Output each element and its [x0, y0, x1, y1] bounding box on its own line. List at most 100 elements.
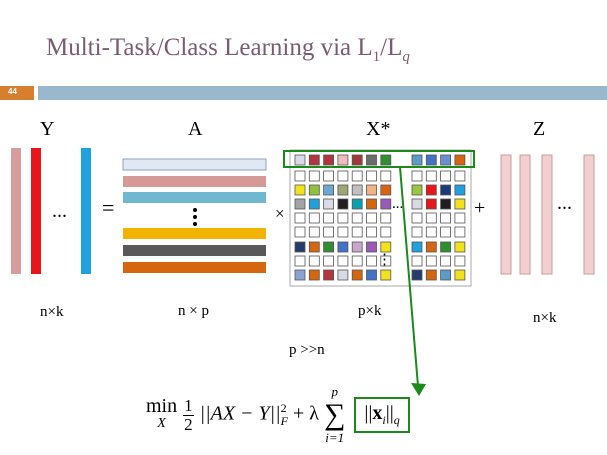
x-cell-left-r4-c1 — [294, 198, 306, 210]
x-cell-left-r2-c4 — [337, 170, 349, 182]
x-cell-left-r1-c6 — [366, 154, 377, 166]
x-cell-left-r9-c7 — [380, 269, 392, 281]
x-cell-right-r6-c1 — [411, 226, 423, 238]
z-column-k — [583, 154, 595, 275]
x-cell-left-r5-c3 — [323, 212, 335, 224]
x-cell-left-r7-c1 — [294, 241, 306, 253]
x-cell-right-r3-c1 — [411, 184, 423, 196]
x-cell-right-r1-c4 — [454, 154, 466, 166]
x-cell-left-r1-c2 — [308, 154, 320, 166]
x-cell-left-r4-c7 — [380, 198, 392, 210]
x-cell-left-r2-c2 — [308, 170, 320, 182]
x-cell-right-r2-c2 — [425, 170, 437, 182]
x-cell-left-r2-c7 — [380, 170, 392, 182]
x-cell-left-r2-c6 — [366, 170, 377, 182]
title-divider-bar — [38, 86, 607, 100]
y-column-k — [81, 148, 91, 274]
x-cell-left-r1-c1 — [294, 154, 306, 166]
x-cell-right-r9-c2 — [425, 269, 437, 281]
x-cell-right-r1-c3 — [440, 154, 452, 166]
x-cell-right-r2-c1 — [411, 170, 423, 182]
x-cell-right-r3-c2 — [425, 184, 437, 196]
x-cell-left-r9-c4 — [337, 269, 349, 281]
a-row-3 — [123, 192, 266, 203]
x-cell-left-r8-c1 — [294, 255, 306, 267]
x-cell-right-r9-c1 — [411, 269, 423, 281]
x-cell-right-r8-c1 — [411, 255, 423, 267]
x-cell-left-r6-c3 — [323, 226, 335, 238]
x-cell-right-r7-c2 — [425, 241, 437, 253]
y-column-1 — [11, 148, 21, 274]
x-cell-left-r8-c5 — [351, 255, 363, 267]
z-column-2 — [519, 154, 531, 275]
x-cell-left-r5-c5 — [351, 212, 363, 224]
x-cell-left-r9-c5 — [351, 269, 363, 281]
x-cell-right-r5-c1 — [411, 212, 423, 224]
x-cell-left-r3-c2 — [308, 184, 320, 196]
slide-number-bar — [0, 86, 34, 100]
x-cell-right-r8-c4 — [454, 255, 466, 267]
x-cell-left-r9-c3 — [323, 269, 335, 281]
x-cell-left-r7-c5 — [351, 241, 363, 253]
x-cell-left-r5-c1 — [294, 212, 306, 224]
x-cell-right-r2-c3 — [440, 170, 452, 182]
x-cell-left-r1-c5 — [351, 154, 363, 166]
x-cell-left-r3-c1 — [294, 184, 306, 196]
highlight-arrow-head — [411, 383, 426, 396]
x-cell-left-r9-c1 — [294, 269, 306, 281]
x-cell-right-r4-c1 — [411, 198, 423, 210]
x-cell-left-r8-c3 — [323, 255, 335, 267]
plus-lambda: + λ — [293, 402, 319, 425]
x-cell-left-r5-c2 — [308, 212, 320, 224]
x-cell-right-r5-c3 — [440, 212, 452, 224]
x-matrix-cells — [294, 154, 466, 281]
z-hdots: ... — [557, 192, 572, 214]
x-cell-left-r3-c4 — [337, 184, 349, 196]
x-dimension: p×k — [358, 303, 382, 319]
a-vdot-3 — [193, 222, 197, 226]
x-cell-right-r7-c4 — [454, 241, 466, 253]
x-cell-left-r7-c2 — [308, 241, 320, 253]
a-row-5 — [123, 245, 266, 256]
x-cell-left-r6-c2 — [308, 226, 320, 238]
x-cell-left-r3-c5 — [351, 184, 363, 196]
x-cell-left-r7-c7 — [380, 241, 392, 253]
x-cell-left-r9-c6 — [366, 269, 377, 281]
x-cell-left-r1-c3 — [323, 154, 335, 166]
x-cell-left-r2-c1 — [294, 170, 306, 182]
x-cell-right-r7-c3 — [440, 241, 452, 253]
a-vdot-1 — [193, 208, 197, 212]
x-row-highlight — [283, 150, 475, 168]
norm-term-box: ||xi||q — [354, 397, 410, 433]
a-row-4 — [123, 228, 266, 239]
x-cell-left-r1-c7 — [380, 154, 392, 166]
a-matrix — [122, 158, 267, 273]
x-cell-right-r4-c2 — [425, 198, 437, 210]
x-label: X* — [366, 118, 391, 140]
x-cell-right-r6-c2 — [425, 226, 437, 238]
x-cell-right-r1-c2 — [425, 154, 437, 166]
x-cell-left-r5-c7 — [380, 212, 392, 224]
x-cell-left-r2-c5 — [351, 170, 363, 182]
x-cell-left-r8-c7 — [380, 255, 392, 267]
x-cell-left-r3-c3 — [323, 184, 335, 196]
x-cell-left-r4-c2 — [308, 198, 320, 210]
a-label: A — [188, 118, 203, 140]
x-cell-left-r3-c6 — [366, 184, 377, 196]
z-column-1 — [500, 154, 512, 275]
x-cell-right-r3-c4 — [454, 184, 466, 196]
x-cell-right-r7-c1 — [411, 241, 423, 253]
x-cell-left-r4-c6 — [366, 198, 377, 210]
x-cell-left-r5-c6 — [366, 212, 377, 224]
x-cell-right-r6-c4 — [454, 226, 466, 238]
x-cell-left-r6-c7 — [380, 226, 392, 238]
x-cell-right-r8-c2 — [425, 255, 437, 267]
x-cell-left-r4-c5 — [351, 198, 363, 210]
highlight-arrow-line — [399, 166, 419, 387]
y-dimension: n×k — [40, 304, 64, 320]
x-cell-left-r4-c3 — [323, 198, 335, 210]
x-cell-right-r5-c4 — [454, 212, 466, 224]
x-cell-left-r6-c6 — [366, 226, 377, 238]
